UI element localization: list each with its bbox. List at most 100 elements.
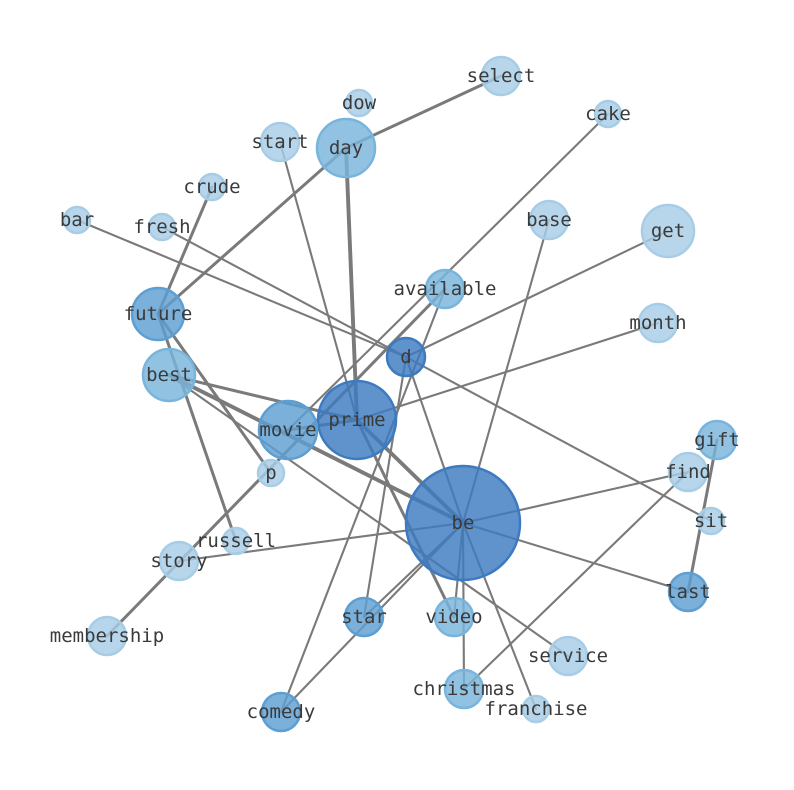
node-gift[interactable]: gift	[694, 419, 740, 461]
node-label-story: story	[150, 550, 207, 572]
node-circle-russell[interactable]	[221, 526, 251, 556]
node-day[interactable]: day	[315, 117, 377, 179]
node-label-find: find	[665, 461, 711, 483]
node-label-start: start	[251, 131, 308, 153]
node-circle-christmas[interactable]	[443, 668, 485, 710]
node-circle-find[interactable]	[667, 451, 709, 493]
node-circle-service[interactable]	[547, 635, 589, 677]
node-franchise[interactable]: franchise	[485, 694, 588, 724]
node-label-christmas: christmas	[413, 678, 516, 700]
node-last[interactable]: last	[665, 571, 711, 613]
node-get[interactable]: get	[640, 203, 696, 259]
node-russell[interactable]: russell	[196, 526, 276, 556]
node-best[interactable]: best	[141, 347, 197, 403]
node-circle-base[interactable]	[528, 199, 570, 241]
node-sit[interactable]: sit	[694, 506, 728, 536]
node-label-base: base	[526, 209, 572, 231]
edge-prime-day	[344, 146, 359, 422]
node-circle-month[interactable]	[637, 302, 679, 344]
node-circle-membership[interactable]	[86, 615, 128, 657]
node-service[interactable]: service	[528, 635, 608, 677]
edge-day-future	[156, 146, 348, 316]
node-label-month: month	[629, 312, 686, 334]
node-label-fresh: fresh	[133, 216, 190, 238]
node-base[interactable]: base	[526, 199, 572, 241]
node-circle-sit[interactable]	[696, 506, 726, 536]
node-circle-be[interactable]	[404, 464, 522, 582]
node-label-day: day	[329, 137, 363, 159]
node-circle-dow[interactable]	[344, 88, 374, 118]
node-story[interactable]: story	[150, 540, 208, 582]
node-circle-crude[interactable]	[197, 172, 227, 202]
edge-d-star	[362, 355, 408, 619]
node-circle-story[interactable]	[158, 540, 200, 582]
node-label-cake: cake	[585, 103, 631, 125]
node-label-be: be	[452, 512, 475, 534]
node-circle-day[interactable]	[315, 117, 377, 179]
node-label-available: available	[394, 278, 497, 300]
edge-d-get	[404, 229, 670, 359]
node-month[interactable]: month	[629, 302, 687, 344]
node-cake[interactable]: cake	[585, 99, 631, 129]
node-bar[interactable]: bar	[60, 205, 94, 235]
node-d[interactable]: d	[385, 336, 427, 378]
node-circle-movie[interactable]	[257, 399, 319, 461]
node-circle-franchise[interactable]	[521, 694, 551, 724]
edge-best-service	[167, 373, 570, 658]
node-circle-prime[interactable]	[316, 379, 398, 461]
node-label-franchise: franchise	[485, 698, 588, 720]
node-movie[interactable]: movie	[257, 399, 319, 461]
node-membership[interactable]: membership	[50, 615, 164, 657]
node-label-service: service	[528, 645, 608, 667]
node-label-prime: prime	[328, 409, 385, 431]
node-label-get: get	[651, 220, 685, 242]
node-circle-star[interactable]	[343, 596, 385, 638]
node-circle-cake[interactable]	[593, 99, 623, 129]
node-label-sit: sit	[694, 510, 728, 532]
node-dow[interactable]: dow	[342, 88, 377, 118]
node-be[interactable]: be	[404, 464, 522, 582]
edge-prime-month	[355, 321, 660, 422]
node-circle-get[interactable]	[640, 203, 696, 259]
node-circle-comedy[interactable]	[260, 691, 302, 733]
edge-d-sit	[404, 355, 713, 523]
node-label-video: video	[425, 606, 482, 628]
node-label-select: select	[467, 65, 536, 87]
node-fresh[interactable]: fresh	[133, 212, 191, 242]
edge-d-fresh	[160, 225, 408, 359]
edge-d-bar	[75, 218, 408, 359]
node-available[interactable]: available	[394, 268, 497, 310]
node-future[interactable]: future	[124, 286, 193, 342]
node-circle-available[interactable]	[424, 268, 466, 310]
node-label-dow: dow	[342, 92, 377, 114]
node-circle-best[interactable]	[141, 347, 197, 403]
node-circle-bar[interactable]	[62, 205, 92, 235]
node-circle-select[interactable]	[480, 55, 522, 97]
node-video[interactable]: video	[425, 596, 483, 638]
node-christmas[interactable]: christmas	[413, 668, 516, 710]
node-select[interactable]: select	[467, 55, 536, 97]
node-star[interactable]: star	[341, 596, 387, 638]
node-label-membership: membership	[50, 625, 164, 647]
node-label-comedy: comedy	[247, 701, 316, 723]
node-circle-last[interactable]	[667, 571, 709, 613]
node-layer: be prime day movie d future best get month start s…	[50, 55, 740, 733]
node-label-d: d	[400, 346, 411, 368]
node-circle-d[interactable]	[385, 336, 427, 378]
node-label-star: star	[341, 606, 387, 628]
node-circle-fresh[interactable]	[147, 212, 177, 242]
node-circle-video[interactable]	[433, 596, 475, 638]
node-label-best: best	[146, 364, 192, 386]
node-start[interactable]: start	[251, 121, 309, 163]
node-find[interactable]: find	[665, 451, 711, 493]
node-prime[interactable]: prime	[316, 379, 398, 461]
node-circle-start[interactable]	[259, 121, 301, 163]
node-circle-future[interactable]	[130, 286, 186, 342]
node-circle-p[interactable]	[256, 458, 286, 488]
node-circle-gift[interactable]	[696, 419, 738, 461]
node-p[interactable]: p	[256, 458, 286, 488]
edge-future-p	[156, 312, 273, 475]
node-crude[interactable]: crude	[183, 172, 241, 202]
node-comedy[interactable]: comedy	[247, 691, 316, 733]
